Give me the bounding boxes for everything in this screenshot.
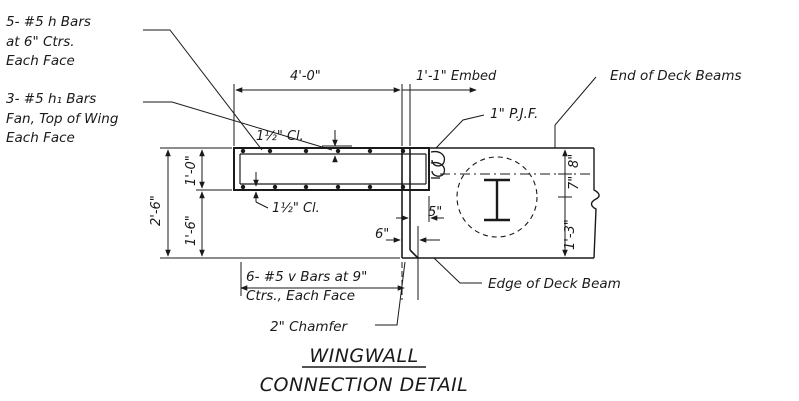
dim-wing-length: [233, 84, 403, 146]
dim-clear-bottom: [253, 172, 269, 209]
note-h1-bars: 3- #5 h₁ Bars Fan, Top of Wing Each Face: [6, 91, 123, 146]
note-pjf: 1" P.J.F.: [490, 106, 538, 122]
note-end-of-deck-beams: End of Deck Beams: [610, 68, 742, 84]
dim-clear-bottom-label: 1½" Cl.: [272, 201, 320, 216]
dim-right-low-label: 1'-3": [563, 219, 578, 250]
dim-left-heights: [160, 147, 400, 259]
pjf-joint-filler: [430, 150, 446, 179]
dim-wing-length-label: 4'-0": [290, 69, 321, 84]
dim-right-heights: [558, 149, 572, 257]
dim-upper-height-label: 1'-0": [184, 155, 199, 186]
dim-overall-height-label: 2'-6": [149, 195, 164, 226]
note-v-bars: 6- #5 v Bars at 9" Ctrs., Each Face: [246, 269, 372, 304]
dim-clear-top: [322, 130, 352, 163]
note-edge-of-deck-beam: Edge of Deck Beam: [488, 276, 621, 292]
title-connection-detail: CONNECTION DETAIL: [260, 374, 469, 396]
wing-embed-edge: [409, 148, 430, 259]
dim-right-mid-label: 7": [567, 176, 582, 190]
wing-rebar: [239, 148, 427, 190]
note-chamfer: 2" Chamfer: [270, 319, 349, 335]
dim-embed-label: 1'-1" Embed: [416, 69, 497, 84]
dim-v-bars: [240, 262, 405, 296]
dim-embed: [402, 84, 477, 146]
dim-lower-height-label: 1'-6": [184, 215, 199, 246]
dim-five-in-label: 5": [428, 205, 442, 220]
dim-right-top-label: 8": [567, 154, 582, 168]
title-wingwall: WINGWALL: [309, 345, 418, 367]
dim-clear-top-label: 1½" Cl.: [256, 129, 304, 144]
leader-lines: [143, 29, 597, 326]
dim-six-in-label: 6": [375, 227, 389, 242]
note-h-bars: 5- #5 h Bars at 6" Ctrs. Each Face: [6, 14, 95, 69]
dim-small-horizontals: [386, 196, 444, 300]
